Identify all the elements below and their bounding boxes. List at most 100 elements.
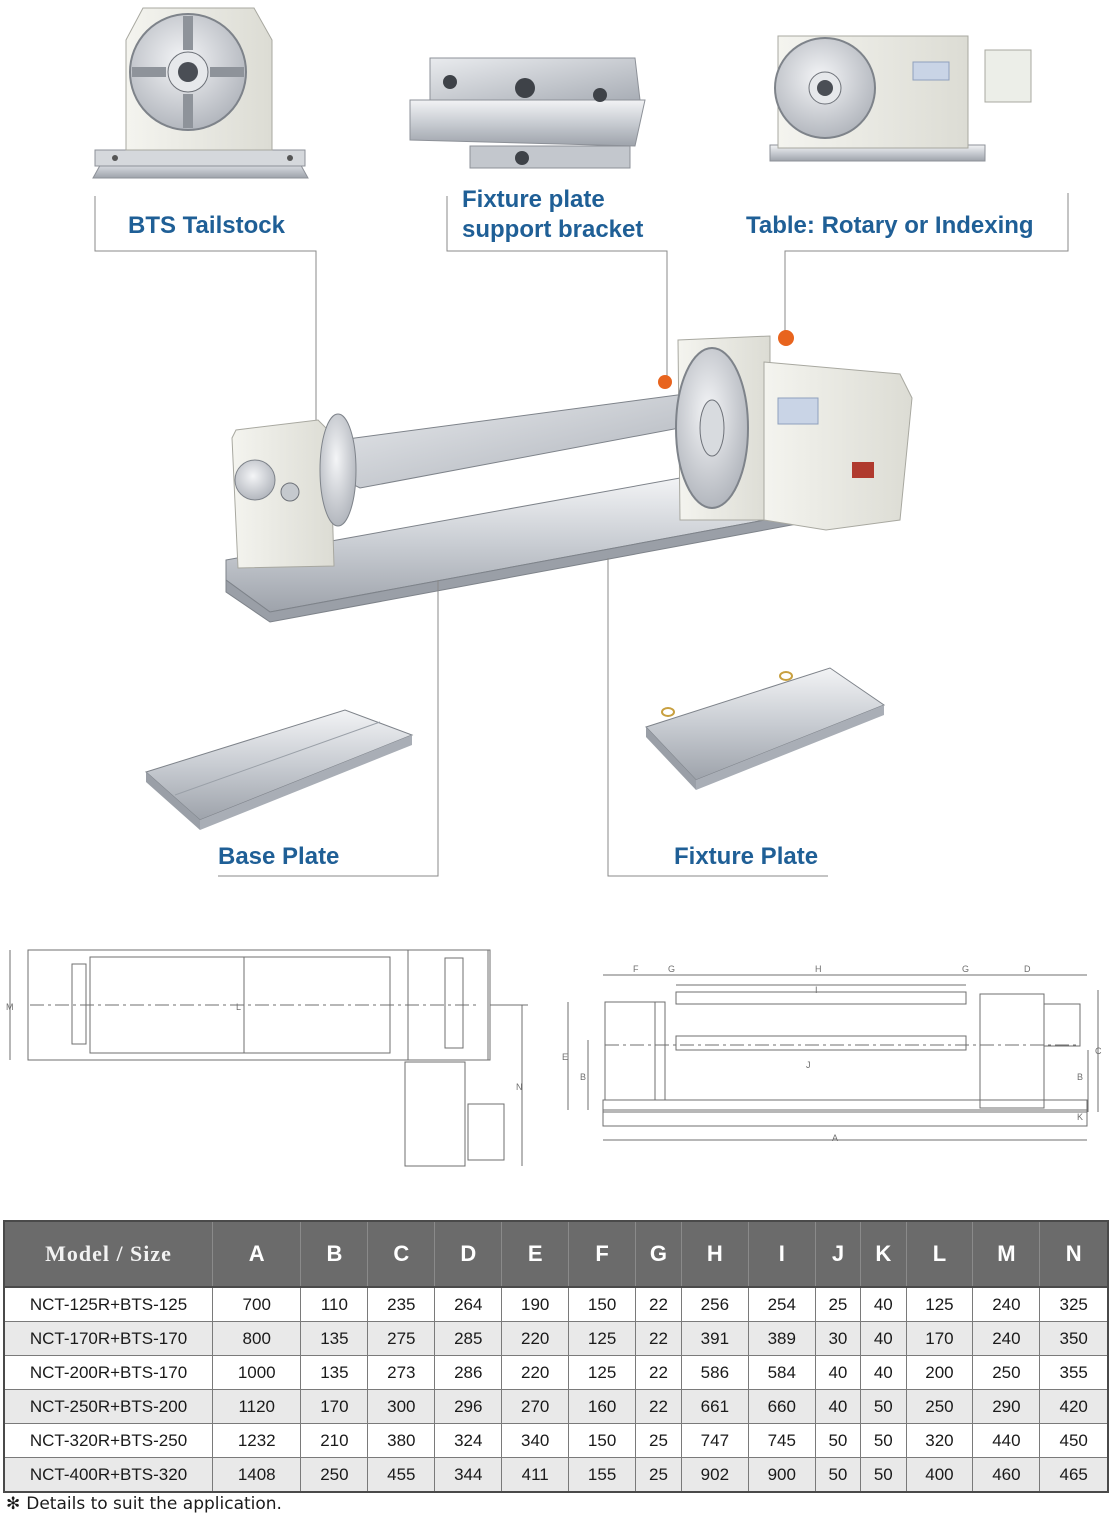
marker-dot-table <box>778 330 794 346</box>
header-col-n: N <box>1039 1220 1110 1288</box>
value-cell: 389 <box>747 1321 816 1356</box>
header-model-size: Model / Size <box>3 1220 213 1288</box>
value-cell: 25 <box>814 1286 862 1322</box>
value-cell: 220 <box>501 1321 570 1356</box>
value-cell: 325 <box>1039 1286 1110 1322</box>
value-cell: 40 <box>814 1389 862 1424</box>
value-cell: 1232 <box>211 1423 302 1458</box>
value-cell: 190 <box>501 1286 570 1322</box>
value-cell: 344 <box>434 1457 503 1493</box>
value-cell: 22 <box>635 1389 682 1424</box>
header-col-c: C <box>367 1220 435 1288</box>
header-col-e: E <box>501 1220 569 1288</box>
value-cell: 400 <box>905 1457 974 1493</box>
value-cell: 170 <box>300 1389 369 1424</box>
value-cell: 586 <box>680 1355 749 1390</box>
header-col-d: D <box>434 1220 502 1288</box>
model-cell: NCT-400R+BTS-320 <box>3 1457 213 1493</box>
value-cell: 50 <box>860 1423 907 1458</box>
support-bracket-photo <box>409 57 646 169</box>
footnote-text: Details to suit the application. <box>26 1494 282 1514</box>
dim-d: D <box>1024 964 1031 974</box>
value-cell: 50 <box>860 1457 907 1493</box>
value-cell: 125 <box>568 1355 637 1390</box>
value-cell: 324 <box>434 1423 503 1458</box>
model-cell: NCT-200R+BTS-170 <box>3 1355 213 1390</box>
footnote: ✻Details to suit the application. <box>6 1494 282 1514</box>
value-cell: 150 <box>568 1286 637 1322</box>
value-cell: 250 <box>972 1355 1041 1390</box>
technical-drawings: M L N F G H G D I J E B C B K A <box>6 949 1102 1167</box>
value-cell: 110 <box>300 1286 369 1322</box>
callout-fixture-bracket-line1: Fixture plate <box>462 186 605 213</box>
value-cell: 275 <box>367 1321 436 1356</box>
value-cell: 235 <box>367 1286 436 1322</box>
value-cell: 900 <box>747 1457 816 1493</box>
callout-fixture-plate: Fixture Plate <box>674 843 819 870</box>
dim-l: L <box>236 1002 241 1012</box>
model-cell: NCT-125R+BTS-125 <box>3 1286 213 1322</box>
value-cell: 270 <box>501 1389 570 1424</box>
dim-b-left: B <box>580 1072 586 1082</box>
dim-n: N <box>516 1082 523 1092</box>
value-cell: 285 <box>434 1321 503 1356</box>
base-plate-photo <box>145 709 414 830</box>
callout-base-plate: Base Plate <box>218 843 340 870</box>
marker-dot-bracket <box>658 375 672 389</box>
value-cell: 800 <box>211 1321 302 1356</box>
value-cell: 661 <box>680 1389 749 1424</box>
value-cell: 700 <box>211 1286 302 1322</box>
product-illustration <box>92 7 1069 877</box>
dim-g-right: G <box>962 964 969 974</box>
value-cell: 30 <box>814 1321 862 1356</box>
value-cell: 160 <box>568 1389 637 1424</box>
dim-h: H <box>815 964 822 974</box>
dim-c: C <box>1095 1046 1102 1056</box>
value-cell: 286 <box>434 1355 503 1390</box>
model-cell: NCT-250R+BTS-200 <box>3 1389 213 1424</box>
value-cell: 200 <box>905 1355 974 1390</box>
value-cell: 155 <box>568 1457 637 1493</box>
value-cell: 420 <box>1039 1389 1110 1424</box>
value-cell: 50 <box>814 1423 862 1458</box>
header-col-f: F <box>568 1220 636 1288</box>
header-col-l: L <box>905 1220 973 1288</box>
callout-table-rotary: Table: Rotary or Indexing <box>746 212 1034 239</box>
value-cell: 210 <box>300 1423 369 1458</box>
callout-fixture-bracket-line2: support bracket <box>462 216 644 243</box>
rotary-table-photo <box>769 35 1032 162</box>
value-cell: 1408 <box>211 1457 302 1493</box>
value-cell: 380 <box>367 1423 436 1458</box>
header-col-g: G <box>635 1220 682 1288</box>
value-cell: 40 <box>860 1321 907 1356</box>
value-cell: 25 <box>635 1457 682 1493</box>
value-cell: 50 <box>814 1457 862 1493</box>
value-cell: 40 <box>860 1286 907 1322</box>
main-assembly-photo <box>225 335 913 623</box>
model-cell: NCT-170R+BTS-170 <box>3 1321 213 1356</box>
fixture-plate-photo <box>645 667 886 790</box>
value-cell: 25 <box>635 1423 682 1458</box>
bottom-leader-lines <box>218 558 828 877</box>
value-cell: 125 <box>568 1321 637 1356</box>
dim-j: J <box>806 1060 811 1070</box>
header-col-k: K <box>860 1220 906 1288</box>
header-col-a: A <box>211 1220 301 1288</box>
value-cell: 745 <box>747 1423 816 1458</box>
value-cell: 250 <box>905 1389 974 1424</box>
value-cell: 660 <box>747 1389 816 1424</box>
value-cell: 40 <box>860 1355 907 1390</box>
value-cell: 1000 <box>211 1355 302 1390</box>
value-cell: 240 <box>972 1321 1041 1356</box>
value-cell: 290 <box>972 1389 1041 1424</box>
dim-a: A <box>832 1133 838 1143</box>
value-cell: 220 <box>501 1355 570 1390</box>
value-cell: 150 <box>568 1423 637 1458</box>
side-view-base <box>602 1109 1088 1127</box>
